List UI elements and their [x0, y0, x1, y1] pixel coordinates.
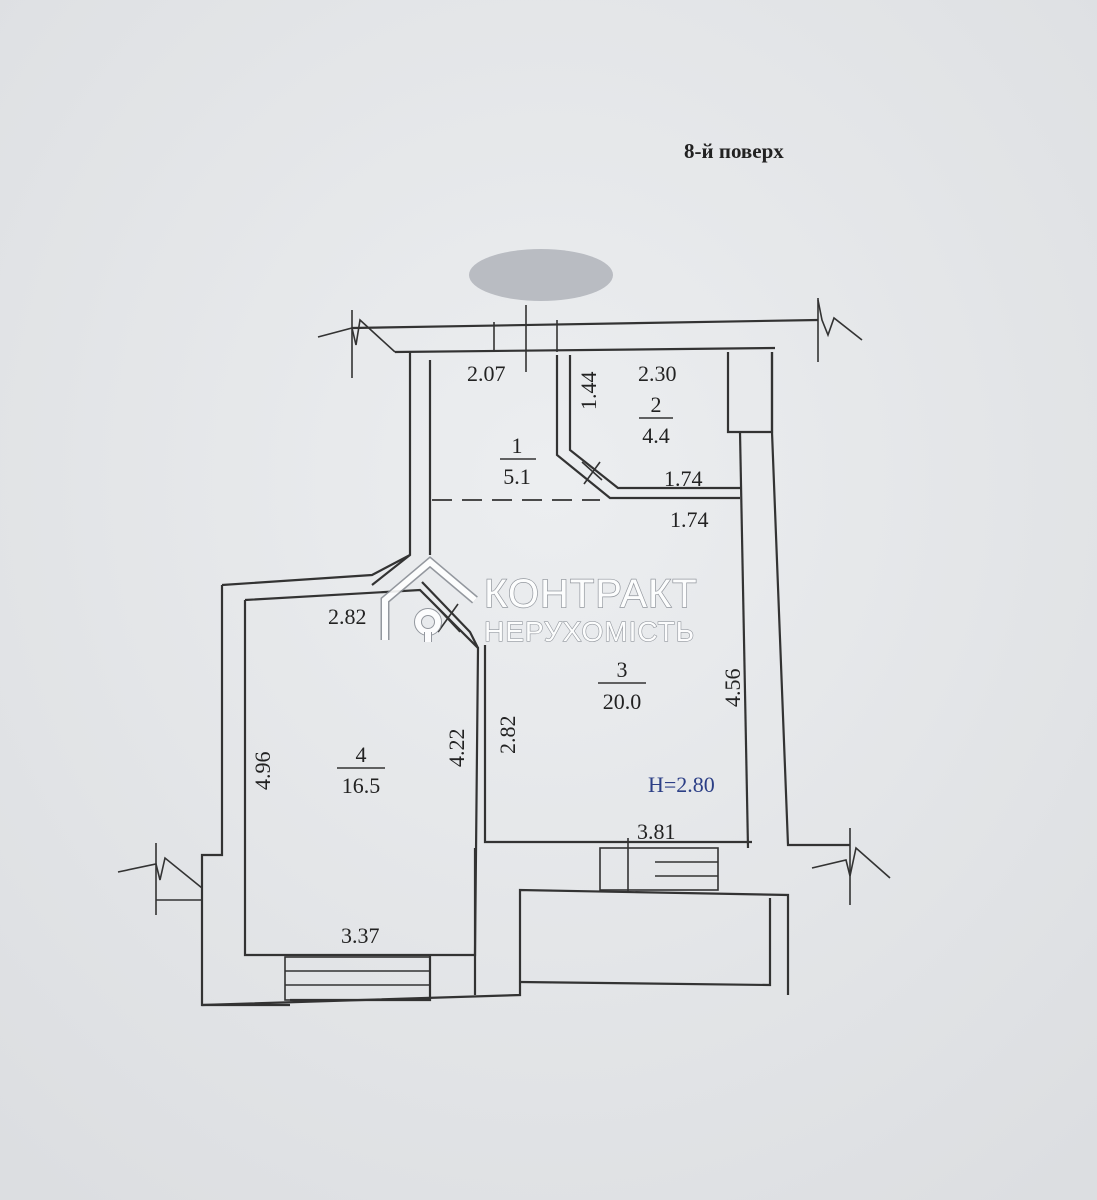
- bottom-wall-outer: [201, 888, 790, 1007]
- bath-left-wall: [555, 355, 740, 500]
- room-number-4: 4: [356, 742, 367, 767]
- room-number-2: 2: [651, 392, 662, 417]
- dimension-labels: 2.07 2.30 1.44 1.74 1.74 2.82 4.96 4.22 …: [250, 361, 745, 948]
- top-wall-inner: [394, 346, 776, 354]
- room-area-4: 16.5: [342, 773, 381, 798]
- bedroom-door-jamb: [421, 581, 479, 649]
- right-wall-outer: [770, 352, 850, 847]
- redaction-blob: [469, 249, 613, 301]
- balcony-outline: [519, 898, 772, 987]
- dim-bath-bottom-outer: 1.74: [670, 507, 709, 532]
- dim-bedroom-top: 2.82: [328, 604, 367, 629]
- bedroom-outer-wall: [221, 554, 411, 587]
- floor-title: 8-й поверх: [684, 139, 784, 163]
- bedroom-window: [284, 956, 431, 1001]
- watermark-subtitle: НЕРУХОМІСТЬ: [484, 616, 695, 647]
- dim-bedroom-right: 4.22: [444, 729, 469, 768]
- break-line-top-left: [317, 318, 396, 353]
- bath-door-cross-2: [583, 461, 601, 485]
- room-area-3: 20.0: [603, 689, 642, 714]
- watermark-title: КОНТРАКТ: [484, 572, 698, 616]
- break-line-left: [117, 856, 203, 889]
- dim-kitchen-left: 2.82: [495, 716, 520, 755]
- room-label-2: 2 4.4: [639, 392, 673, 448]
- floor-plan: [117, 298, 891, 1007]
- ceiling-height-label: H=2.80: [648, 772, 715, 797]
- right-wall-inner: [738, 431, 750, 849]
- dim-kitchen-right: 4.56: [720, 669, 745, 708]
- top-wall-outer: [351, 318, 819, 330]
- room-label-3: 3 20.0: [598, 657, 646, 714]
- dim-bedroom-bottom: 3.37: [341, 923, 380, 948]
- dim-bath-width: 2.30: [638, 361, 677, 386]
- room-number-3: 3: [617, 657, 628, 682]
- dim-hall-width: 2.07: [467, 361, 506, 386]
- room-area-2: 4.4: [642, 423, 670, 448]
- watermark: КОНТРАКТ НЕРУХОМІСТЬ: [380, 556, 698, 648]
- kitchen-left-wall: [483, 645, 752, 844]
- kitchen-window: [599, 847, 719, 891]
- bedroom-door-cross-2: [437, 603, 459, 633]
- watermark-house-icon: [380, 556, 478, 642]
- break-line-top-right: [817, 299, 863, 341]
- room-label-4: 4 16.5: [337, 742, 385, 798]
- room-number-1: 1: [512, 433, 523, 458]
- dim-bath-depth: 1.44: [576, 372, 601, 411]
- bedroom-door-cross-1: [431, 601, 461, 633]
- dim-kitchen-bottom: 3.81: [637, 819, 676, 844]
- bath-door-cross-1: [581, 461, 603, 481]
- room-label-1: 1 5.1: [500, 433, 536, 489]
- dim-bath-bottom-inner: 1.74: [664, 466, 703, 491]
- room-area-1: 5.1: [503, 464, 531, 489]
- dim-bedroom-left: 4.96: [250, 752, 275, 791]
